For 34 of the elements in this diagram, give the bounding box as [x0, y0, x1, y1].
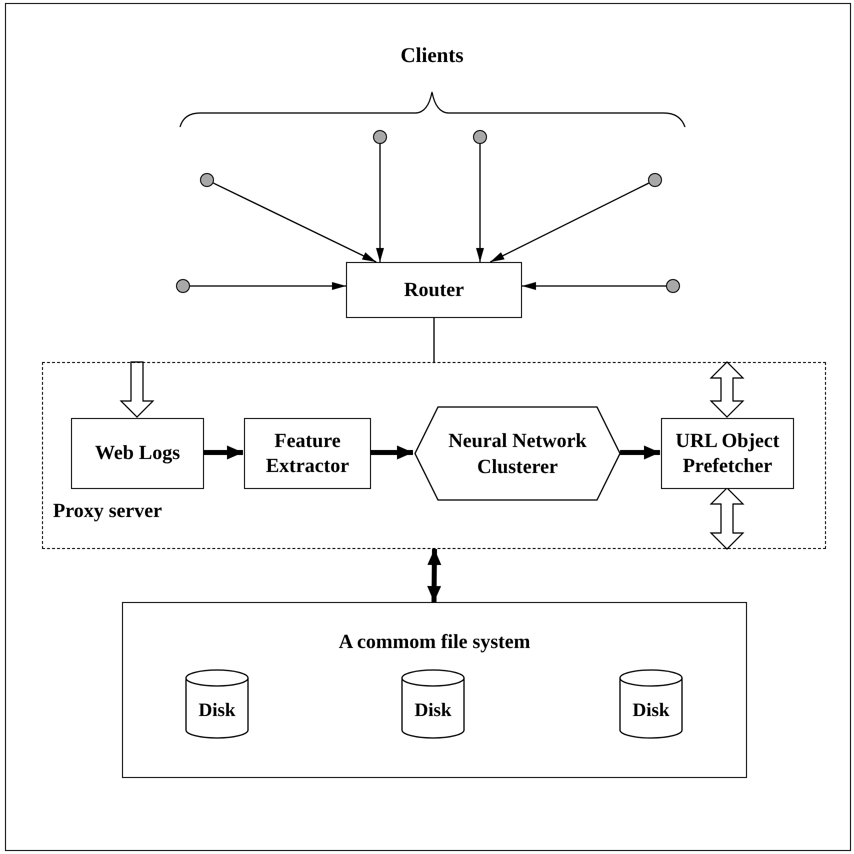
node-label: Web Logs — [94, 441, 182, 466]
hollow-arrow — [120, 361, 154, 418]
hollow-arrow — [710, 361, 744, 418]
process-hexagon — [414, 406, 621, 501]
node-label: Feature Extractor — [264, 428, 350, 478]
container-box — [122, 602, 747, 778]
arrow — [476, 144, 484, 262]
node-label: Neural Network Clusterer — [447, 428, 588, 480]
disk-cylinder — [185, 669, 249, 739]
group-label: Clients — [400, 42, 464, 69]
process-box — [661, 418, 794, 489]
node-label: Disk — [632, 698, 670, 722]
process-box — [71, 418, 204, 489]
arrow — [190, 282, 346, 290]
arrow — [213, 182, 376, 263]
arrow — [490, 182, 650, 263]
node-label: URL Object Prefetcher — [674, 428, 780, 478]
disk-cylinder — [619, 669, 683, 739]
hollow-arrow — [710, 487, 744, 550]
dashed-group-box — [42, 362, 826, 549]
arrow — [203, 446, 243, 460]
process-box — [346, 262, 522, 318]
group-label: Proxy server — [53, 499, 162, 524]
process-box — [244, 418, 371, 489]
node-label: Disk — [198, 698, 236, 722]
arrow — [620, 446, 660, 460]
arrow — [427, 548, 442, 602]
disk-cylinder — [401, 669, 465, 739]
arrow — [376, 144, 384, 262]
node-label: Disk — [414, 698, 452, 722]
arrow — [370, 446, 413, 460]
container-title: A commom file system — [338, 630, 532, 655]
node-label: Router — [403, 278, 465, 302]
arrow — [522, 282, 666, 290]
